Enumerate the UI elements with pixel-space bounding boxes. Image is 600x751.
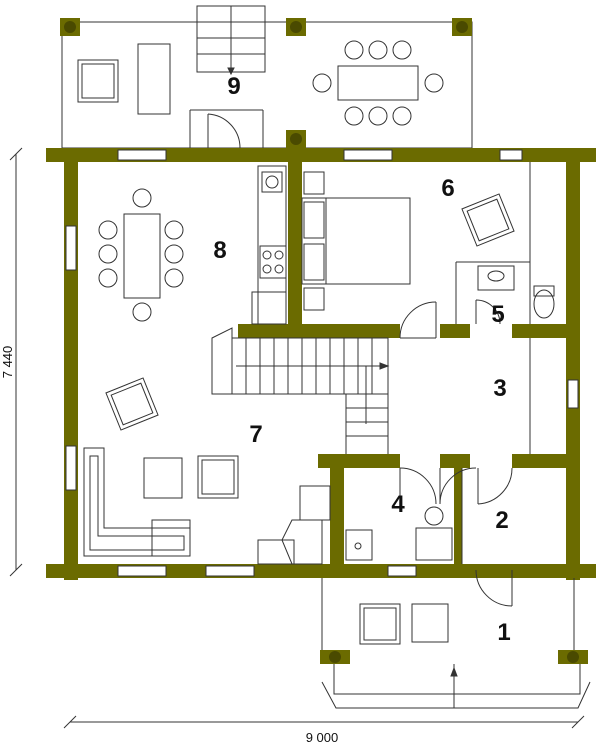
dining-table	[98, 188, 184, 322]
room-label-6: 6	[441, 175, 454, 202]
terrace-outline	[61, 21, 473, 149]
bedroom-furniture	[301, 171, 515, 311]
dimension-vertical	[9, 147, 23, 577]
stairs	[211, 327, 390, 454]
living-furniture	[83, 377, 331, 565]
room4-furniture	[345, 506, 453, 561]
kitchen	[251, 165, 287, 325]
porch-post-circles	[329, 651, 579, 663]
room-label-3: 3	[493, 375, 506, 402]
terrace-posts	[60, 18, 472, 148]
room-label-8: 8	[213, 237, 226, 264]
dimension-height-label: 7 440	[0, 346, 15, 379]
bath-fixtures	[477, 265, 555, 319]
dimension-horizontal	[63, 715, 585, 729]
interior-lines	[455, 162, 531, 564]
doors	[207, 113, 513, 607]
terrace-stairs	[196, 5, 266, 76]
room-label-9: 9	[227, 73, 240, 100]
room-label-5: 5	[491, 301, 504, 328]
windows	[65, 149, 579, 577]
terrace-furniture	[77, 40, 444, 126]
porch-outline	[321, 578, 591, 709]
walls	[46, 148, 596, 664]
log-ends	[46, 152, 596, 158]
room-label-1: 1	[497, 619, 510, 646]
dimension-width-label: 9 000	[306, 730, 339, 745]
porch-furniture	[359, 603, 449, 645]
room-label-4: 4	[391, 491, 405, 518]
room-label-7: 7	[249, 421, 262, 448]
room-label-2: 2	[495, 507, 508, 534]
